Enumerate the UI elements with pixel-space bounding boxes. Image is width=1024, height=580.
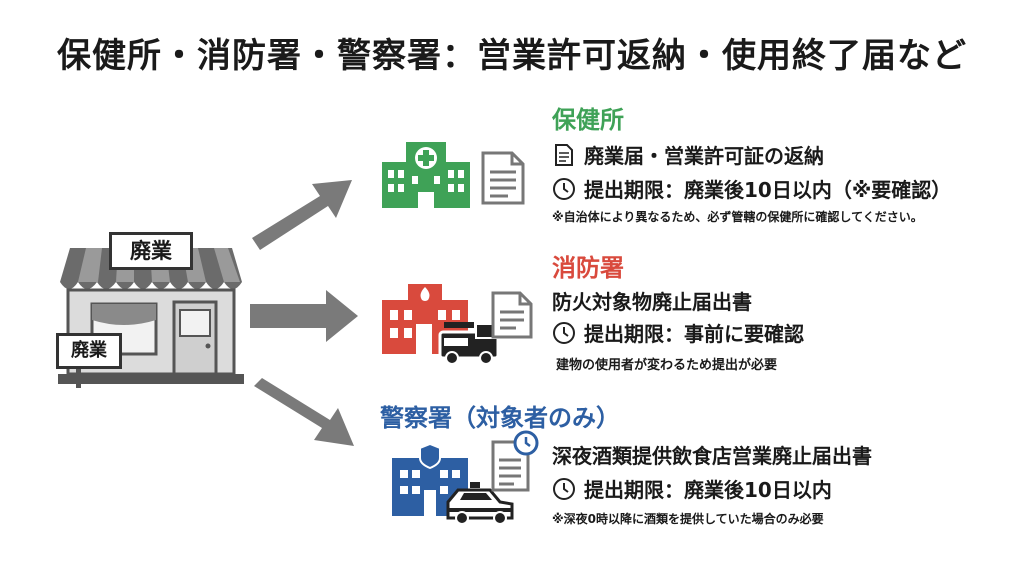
health-center-deadline: 提出期限：廃業後10日以内（※要確認）	[552, 174, 951, 203]
fire-station-deadline: 提出期限：事前に要確認	[552, 318, 804, 347]
document-clock-icon	[491, 430, 539, 492]
arrow-down-right-icon	[254, 378, 354, 446]
health-center-item-text: 廃業届・営業許可証の返納	[584, 144, 824, 168]
police-station-icon	[392, 442, 514, 524]
fire-station-title: 消防署	[552, 254, 624, 282]
fire-station-item-text: 防火対象物廃止届出書	[552, 290, 752, 314]
fire-station-icon	[382, 284, 500, 365]
police-station-item-text: 深夜酒類提供飲食店営業廃止届出書	[552, 444, 872, 468]
police-station-note: ※深夜0時以降に酒類を提供していた場合のみ必要	[552, 512, 824, 526]
fire-station-note: 建物の使用者が変わるため提出が必要	[556, 358, 778, 373]
health-center-item: 廃業届・営業許可証の返納	[552, 140, 824, 169]
clock-icon	[553, 477, 575, 500]
health-center-deadline-text: 提出期限：廃業後10日以内（※要確認）	[584, 178, 952, 202]
hospital-building-icon	[382, 142, 470, 208]
police-station-deadline-text: 提出期限：廃業後10日以内	[584, 478, 832, 502]
clock-icon	[553, 177, 575, 200]
document-icon	[491, 291, 533, 339]
arrow-right-icon	[250, 290, 358, 342]
police-station-title: 警察署（対象者のみ）	[380, 404, 620, 432]
closed-sign-top: 廃業	[109, 232, 193, 270]
document-icon	[481, 151, 525, 205]
police-station-deadline: 提出期限：廃業後10日以内	[552, 474, 832, 503]
clock-icon	[553, 321, 575, 344]
fire-station-item: 防火対象物廃止届出書	[552, 286, 752, 315]
page-title: 保健所・消防署・警察署：営業許可返納・使用終了届など	[57, 36, 967, 76]
arrow-up-right-icon	[252, 180, 352, 250]
document-icon	[555, 143, 573, 166]
health-center-title: 保健所	[552, 106, 624, 134]
fire-station-deadline-text: 提出期限：事前に要確認	[584, 322, 804, 346]
health-center-note: ※自治体により異なるため、必ず管轄の保健所に確認してください。	[552, 210, 923, 224]
police-station-item: 深夜酒類提供飲食店営業廃止届出書	[552, 440, 872, 469]
arrows	[250, 180, 358, 446]
closed-sign-side: 廃業	[56, 333, 122, 369]
